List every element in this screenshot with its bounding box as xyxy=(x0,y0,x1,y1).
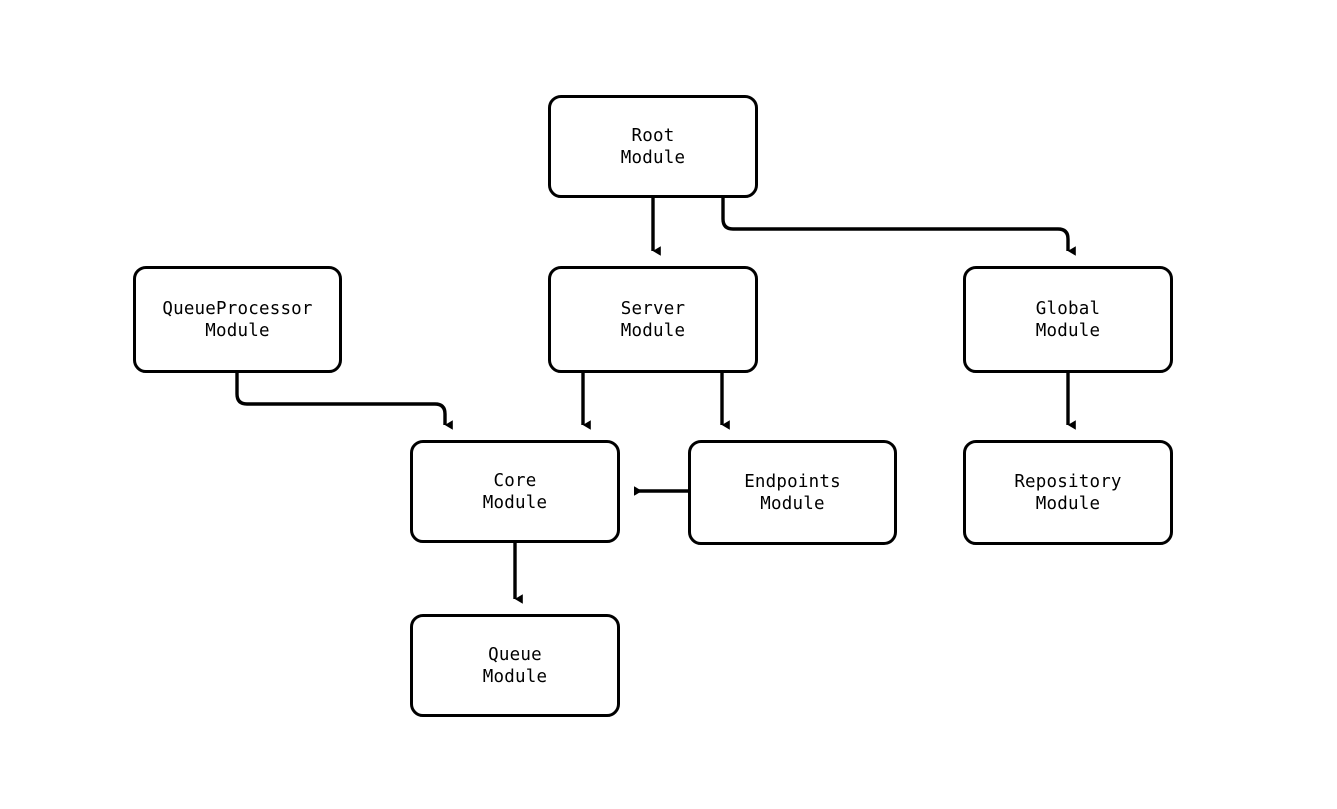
node-endpoints-module-label: Endpoints Module xyxy=(744,471,841,514)
node-queueprocessor-module-label: QueueProcessor Module xyxy=(162,298,313,341)
node-queueprocessor-module[interactable]: QueueProcessor Module xyxy=(133,266,342,373)
node-core-module[interactable]: Core Module xyxy=(410,440,620,543)
node-global-module[interactable]: Global Module xyxy=(963,266,1173,373)
node-root-module[interactable]: Root Module xyxy=(548,95,758,198)
node-queue-module[interactable]: Queue Module xyxy=(410,614,620,717)
node-core-module-label: Core Module xyxy=(482,470,548,513)
node-server-module[interactable]: Server Module xyxy=(548,266,758,373)
node-repository-module-label: Repository Module xyxy=(1014,471,1122,514)
node-root-module-label: Root Module xyxy=(620,125,686,168)
node-queue-module-label: Queue Module xyxy=(482,644,548,687)
edge-queueprocessor-to-core xyxy=(235,373,453,430)
edge-root-to-global xyxy=(721,198,1076,256)
node-global-module-label: Global Module xyxy=(1035,298,1101,341)
node-repository-module[interactable]: Repository Module xyxy=(963,440,1173,545)
node-server-module-label: Server Module xyxy=(620,298,686,341)
node-endpoints-module[interactable]: Endpoints Module xyxy=(688,440,897,545)
